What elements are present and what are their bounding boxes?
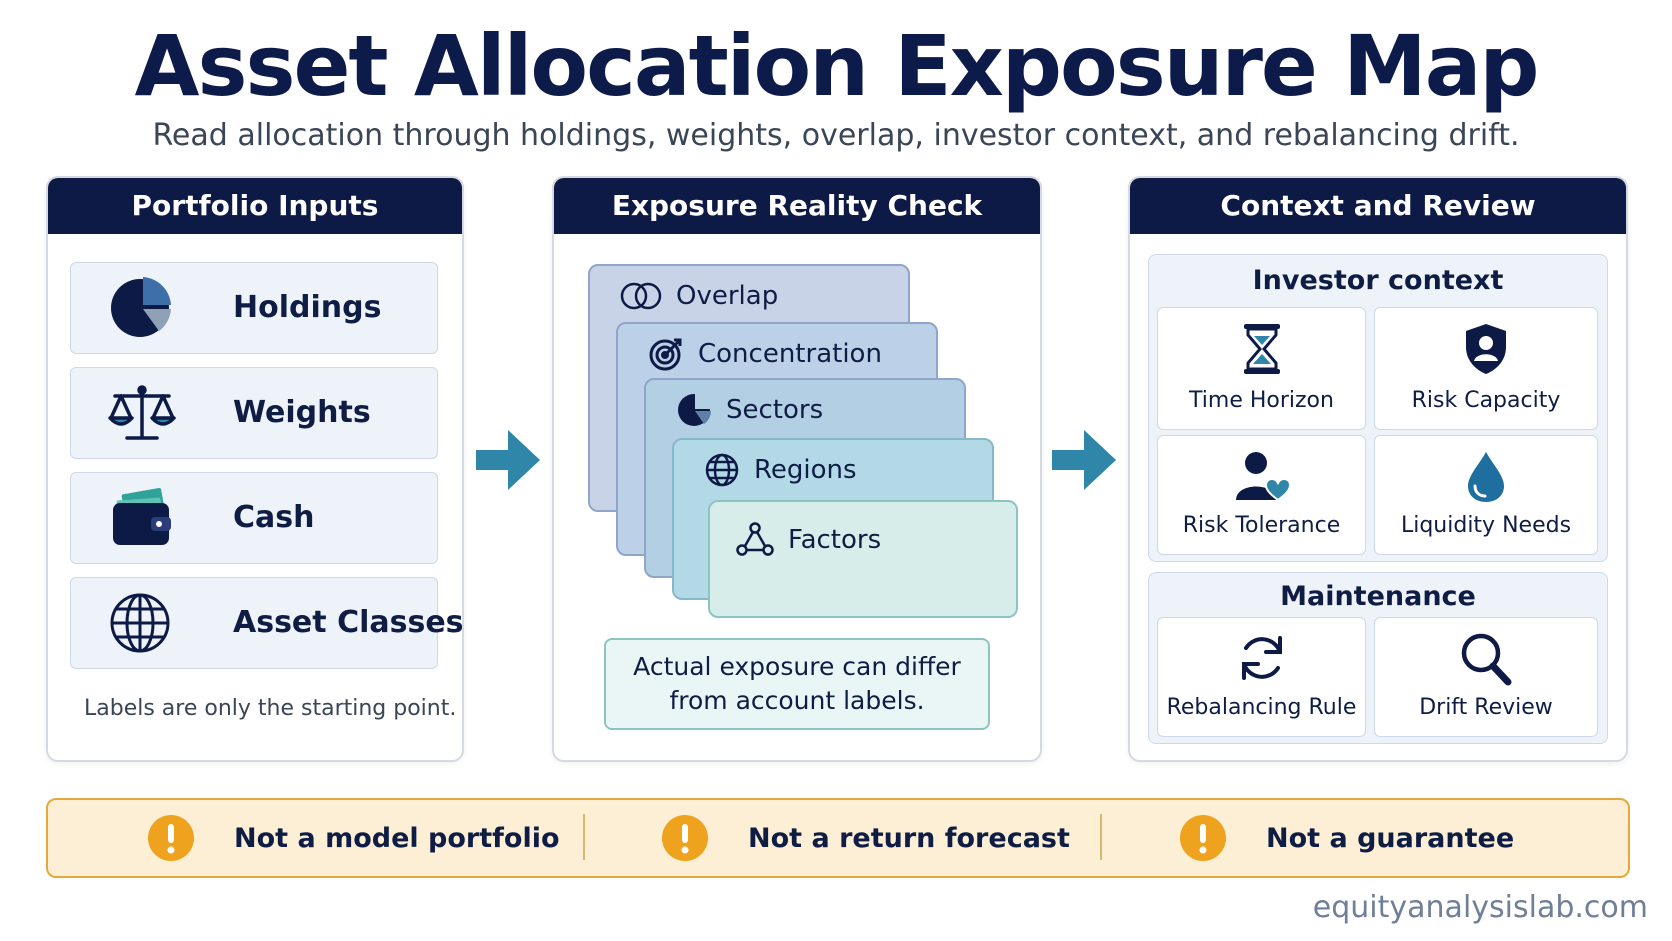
user-heart-icon xyxy=(1235,452,1290,502)
footer-site: equityanalysislab.com xyxy=(1312,890,1648,925)
context-heading: Context and Review xyxy=(1130,178,1626,234)
warning-icon xyxy=(1180,815,1226,861)
droplet-icon xyxy=(1468,452,1504,502)
hourglass-icon xyxy=(1243,324,1280,374)
tile-label-time-horizon: Time Horizon xyxy=(1189,388,1334,413)
tile-time-horizon: Time Horizon xyxy=(1157,307,1366,430)
exposure-callout: Actual exposure can differ from account … xyxy=(604,638,990,730)
page-subtitle: Read allocation through holdings, weight… xyxy=(152,118,1520,153)
layer-label-sectors: Sectors xyxy=(726,395,824,425)
tile-label-risk-capacity: Risk Capacity xyxy=(1411,388,1561,413)
maintenance-section: Maintenance Rebalancing Rule Drift Revie… xyxy=(1148,572,1608,744)
globe-icon xyxy=(705,453,739,487)
input-card-weights: Weights xyxy=(70,367,438,459)
layer-factors: Factors xyxy=(708,500,1018,618)
tile-label-liquidity-needs: Liquidity Needs xyxy=(1400,513,1572,538)
exposure-heading: Exposure Reality Check xyxy=(554,178,1040,234)
portfolio-inputs-panel: Portfolio Inputs Holdings Weights Cash xyxy=(46,176,464,762)
tile-risk-tolerance: Risk Tolerance xyxy=(1157,435,1366,555)
tile-drift-review: Drift Review xyxy=(1374,617,1598,737)
tile-risk-capacity: Risk Capacity xyxy=(1374,307,1598,430)
target-icon xyxy=(649,338,682,371)
magnifier-icon xyxy=(1461,633,1512,686)
disclaimer-item: Not a guarantee xyxy=(1180,800,1514,876)
input-card-cash: Cash xyxy=(70,472,438,564)
input-label-weights: Weights xyxy=(233,395,371,430)
layer-label-factors: Factors xyxy=(788,525,882,555)
portfolio-inputs-heading: Portfolio Inputs xyxy=(48,178,462,234)
input-card-asset-classes: Asset Classes xyxy=(70,577,462,669)
pie-chart-icon xyxy=(678,393,711,426)
disclaimer-item: Not a return forecast xyxy=(662,800,1070,876)
page-title: Asset Allocation Exposure Map xyxy=(134,17,1539,115)
context-panel: Context and Review Investor context Time… xyxy=(1128,176,1628,762)
disclaimer-divider xyxy=(1100,814,1102,860)
tile-label-risk-tolerance: Risk Tolerance xyxy=(1182,513,1341,538)
tile-label-drift-review: Drift Review xyxy=(1419,695,1553,720)
inputs-note: Labels are only the starting point. xyxy=(84,696,457,721)
shield-user-icon xyxy=(1466,324,1506,374)
input-label-cash: Cash xyxy=(233,500,315,535)
input-card-holdings: Holdings xyxy=(70,262,438,354)
exposure-panel: Exposure Reality Check Overlap Concentra… xyxy=(552,176,1042,762)
scale-icon xyxy=(108,385,176,440)
layer-label-regions: Regions xyxy=(754,455,857,485)
disclaimer-text-model-portfolio: Not a model portfolio xyxy=(234,822,560,854)
layer-label-overlap: Overlap xyxy=(676,281,779,311)
disclaimer-item: Not a model portfolio xyxy=(148,800,560,876)
tile-rebalancing-rule: Rebalancing Rule xyxy=(1157,617,1366,737)
warning-icon xyxy=(148,815,194,861)
disclaimer-text-return-forecast: Not a return forecast xyxy=(748,822,1070,854)
maintenance-title: Maintenance xyxy=(1280,581,1476,612)
tile-label-rebalancing-rule: Rebalancing Rule xyxy=(1166,695,1357,720)
overlap-icon xyxy=(620,282,662,310)
arrow-right-icon xyxy=(1052,430,1116,490)
wallet-icon xyxy=(113,488,171,545)
arrow-right-icon xyxy=(476,430,540,490)
globe-icon xyxy=(110,593,170,653)
investor-context-title: Investor context xyxy=(1252,265,1504,296)
disclaimer-text-guarantee: Not a guarantee xyxy=(1266,822,1515,854)
input-label-asset-classes: Asset Classes xyxy=(233,605,464,640)
pie-chart-icon xyxy=(111,277,171,337)
investor-context-section: Investor context Time Horizon xyxy=(1148,254,1608,562)
layer-label-concentration: Concentration xyxy=(698,339,882,369)
network-icon xyxy=(736,522,774,556)
warning-icon xyxy=(662,815,708,861)
disclaimer-bar: Not a model portfolio Not a return forec… xyxy=(46,798,1630,878)
disclaimer-divider xyxy=(583,814,585,860)
callout-line-2: from account labels. xyxy=(669,686,925,715)
callout-line-1: Actual exposure can differ xyxy=(633,652,961,681)
tile-liquidity-needs: Liquidity Needs xyxy=(1374,435,1598,555)
input-label-holdings: Holdings xyxy=(233,290,382,325)
refresh-icon xyxy=(1241,636,1282,680)
